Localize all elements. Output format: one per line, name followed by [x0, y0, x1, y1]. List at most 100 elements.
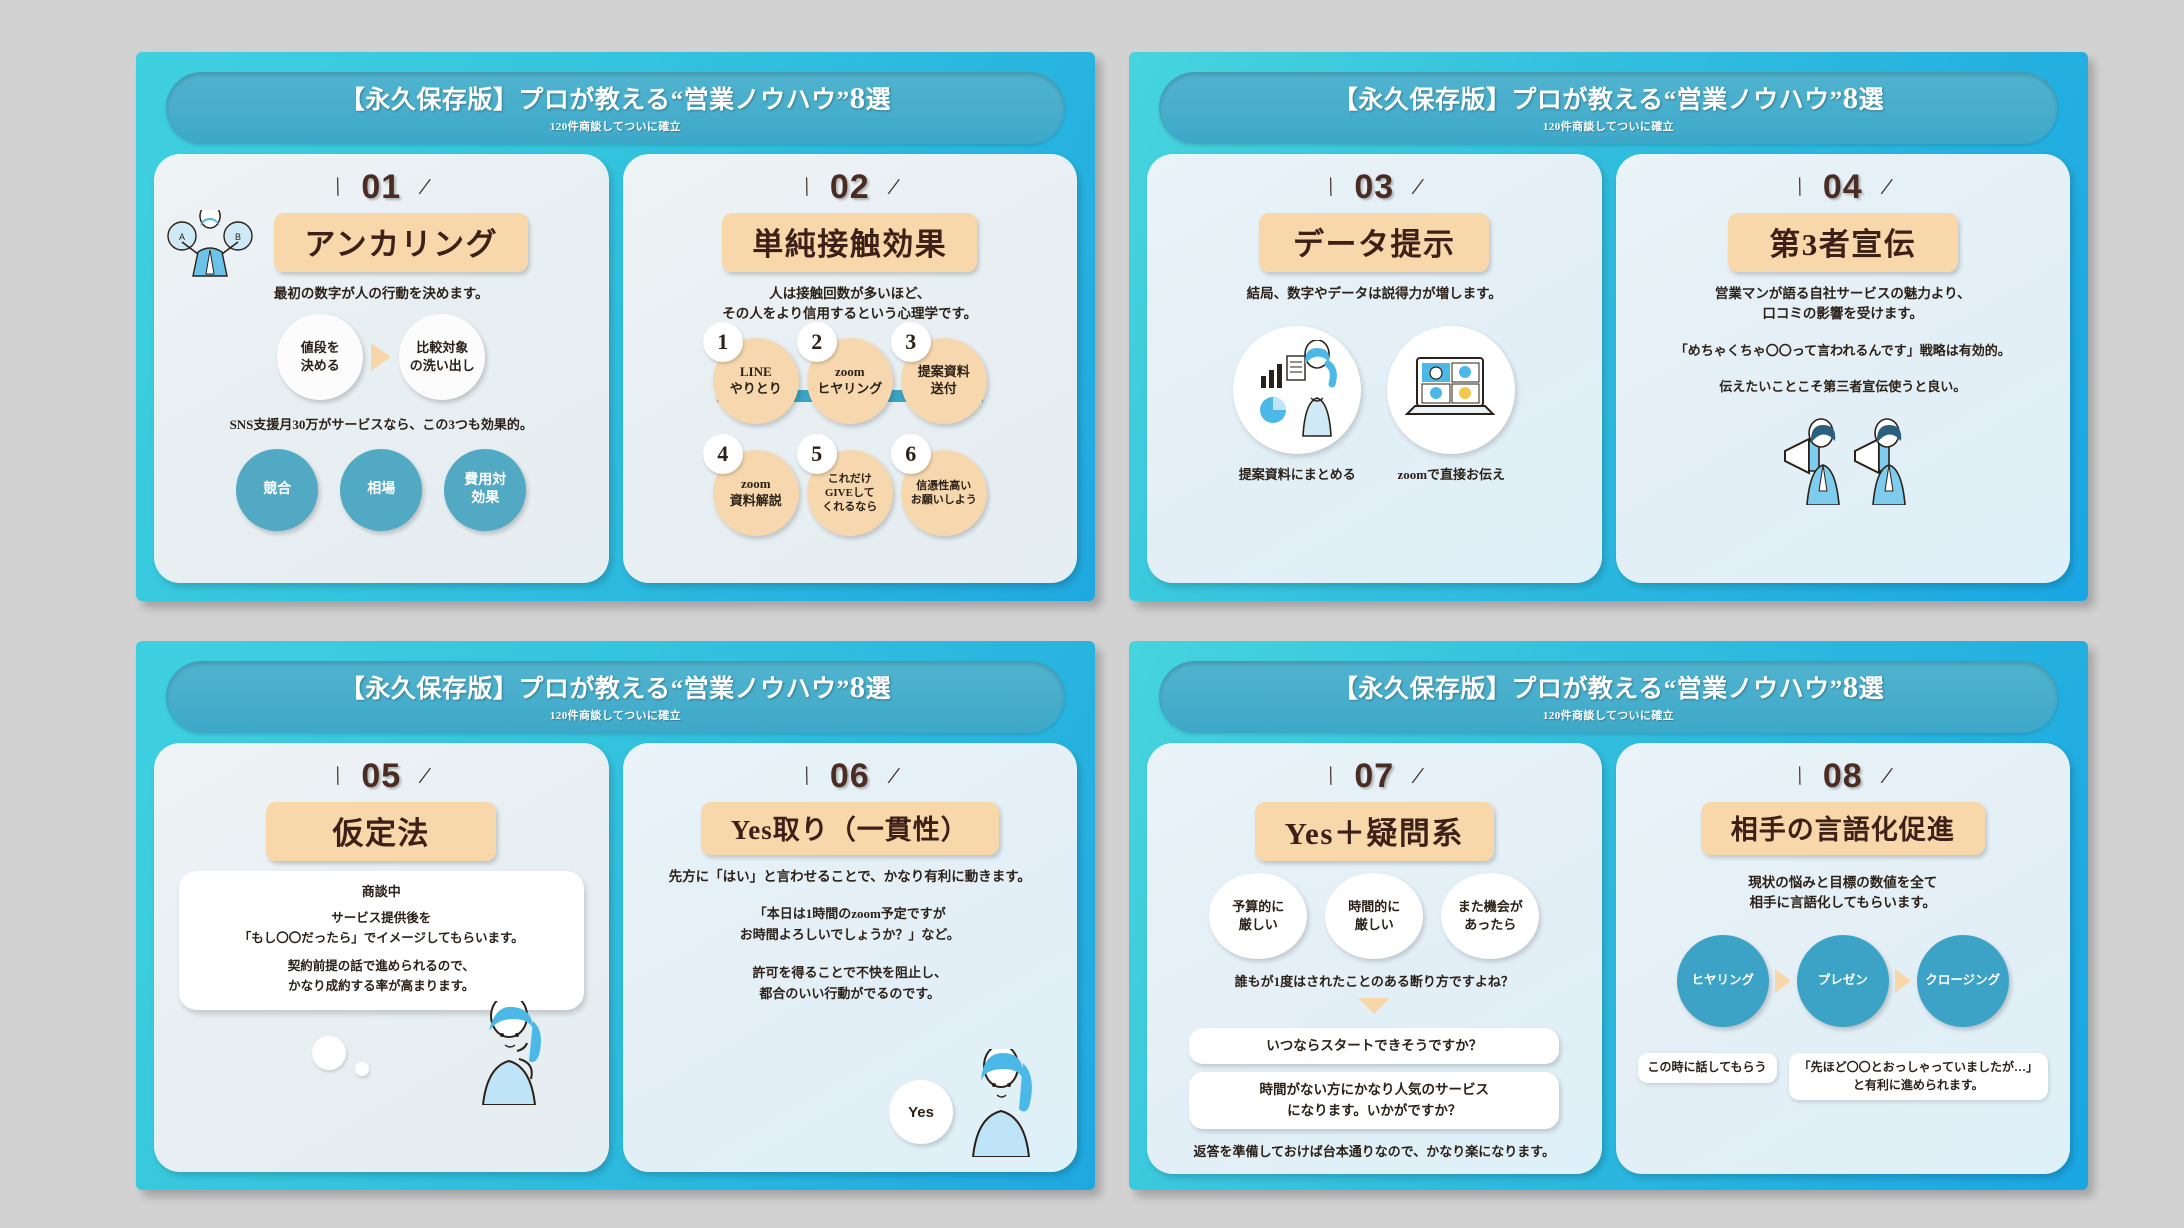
card-01-blue-3: 費用対 効果	[444, 449, 527, 532]
card-05-note-title: 商談中	[361, 883, 401, 899]
card-08-tag-right: 「先ほど〇〇とおっしゃっていましたが…」 と有利に進められます。	[1788, 1053, 2048, 1101]
card-03-ill-1: 提案資料にまとめる	[1233, 326, 1362, 483]
card-08-lead: 現状の悩みと目標の数値を全て 相手に言語化してもらいます。	[1748, 874, 1938, 910]
card-01-number-row: \ 01 /	[330, 168, 433, 207]
card-08-number: 08	[1822, 756, 1863, 795]
card-08-title: 相手の言語化促進	[1730, 814, 1955, 845]
card-06-quote-2: 許可を得ることで不快を阻止し、 都合のいい行動がでるのです。	[752, 964, 948, 1002]
card-02-step-4: 4 zoom 資料解説	[702, 434, 803, 537]
arrow-right-icon	[1774, 969, 1791, 994]
slide-2: 【永久保存版】プロが教える“営業ノウハウ”8選 120件商談してついに確立 \ …	[1129, 52, 2088, 601]
balance-person-icon: A B	[164, 203, 256, 293]
slide-3-header: 【永久保存版】プロが教える“営業ノウハウ”8選 120件商談してついに確立	[166, 661, 1065, 733]
card-01-lead: 最初の数字が人の行動を決めます。	[273, 285, 489, 301]
card-08: \ 08 / 相手の言語化促進 現状の悩みと目標の数値を全て 相手に言語化しても…	[1615, 742, 2070, 1175]
card-04: \ 04 / 第3者宣伝 営業マンが語る自社サービスの魅力より、 口コミの影響を…	[1615, 153, 2070, 583]
card-05-title: 仮定法	[332, 815, 430, 851]
slash-right-icon: /	[1410, 760, 1426, 791]
step-number-3: 3	[890, 322, 931, 363]
arrow-right-icon	[371, 343, 392, 371]
card-04-line-3: 伝えたいことこそ第三者宣伝使うと良い。	[1719, 378, 1967, 394]
header-subtitle: 120件商談してついに確立	[1542, 709, 1675, 722]
card-01-mid-text: SNS支援月30万がサービスなら、この3つも効果的。	[229, 417, 533, 432]
step-number-1: 1	[702, 322, 743, 363]
video-call-icon	[1387, 326, 1516, 454]
card-06: \ 06 / Yes取り（一貫性） 先方に「はい」と言わせることで、かなり有利に…	[622, 742, 1077, 1172]
card-07-ovals: 予算的に 厳しい 時間的に 厳しい また機会が あったら	[1209, 872, 1540, 959]
card-08-flow-1: ヒヤリング	[1676, 935, 1769, 1028]
card-05-note: 商談中 サービス提供後を 「もし〇〇だったら」でイメージしてもらいます。 契約前…	[178, 870, 584, 1010]
slash-right-icon: /	[1410, 171, 1426, 202]
card-08-number-row: \ 08 /	[1791, 756, 1894, 796]
card-07: \ 07 / Yes＋疑問系 予算的に 厳しい 時間的に 厳しい また機会が あ…	[1147, 742, 1602, 1175]
card-02-step-1: 1 LINE やりとり	[702, 322, 803, 425]
slash-right-icon: /	[1878, 760, 1895, 791]
card-01-title: アンカリング	[304, 226, 499, 262]
svg-text:A: A	[179, 232, 185, 242]
card-01-chip-2: 比較対象 の洗い出し	[399, 314, 486, 400]
card-05-number-row: \ 05 /	[330, 757, 433, 796]
decor-dot-small	[355, 1061, 370, 1076]
card-02-lead: 人は接触回数が多いほど、 その人をより信用するという心理学です。	[722, 285, 978, 321]
slide-4: 【永久保存版】プロが教える“営業ノウハウ”8選 120件商談してついに確立 \ …	[1129, 641, 2088, 1190]
card-06-number-row: \ 06 /	[798, 756, 901, 796]
card-05-note-line-2: 契約前提の話で進められるので、 かなり成約する率が高まります。	[287, 958, 475, 993]
card-03-caption-1: 提案資料にまとめる	[1238, 467, 1356, 482]
arrow-down-icon	[1358, 998, 1391, 1015]
header-title: 【永久保存版】プロが教える“営業ノウハウ”8選	[1332, 80, 1885, 115]
header-subtitle: 120件商談してついに確立	[549, 120, 682, 133]
card-02-number: 02	[829, 167, 870, 206]
card-04-title: 第3者宣伝	[1769, 226, 1917, 262]
step-number-2: 2	[796, 322, 837, 363]
header-subtitle: 120件商談してついに確立	[1542, 120, 1675, 133]
slash-left-icon: \	[798, 171, 815, 202]
card-03-ill-2: zoomで直接お伝え	[1387, 326, 1516, 483]
card-07-number: 07	[1354, 756, 1395, 795]
card-04-lead: 営業マンが語る自社サービスの魅力より、 口コミの影響を受けます。	[1714, 285, 1971, 321]
step-number-4: 4	[702, 434, 743, 475]
card-07-oval-1: 予算的に 厳しい	[1209, 872, 1308, 959]
header-title: 【永久保存版】プロが教える“営業ノウハウ”8選	[339, 669, 892, 704]
card-04-number: 04	[1822, 167, 1863, 206]
card-06-quote-1: 「本日は1時間のzoom予定ですが お時間よろしいでしょうか？」など。	[739, 906, 960, 943]
card-04-number-row: \ 04 /	[1791, 167, 1894, 207]
card-07-footer: 返答を準備しておけば台本通りなので、かなり楽になります。	[1193, 1143, 1555, 1159]
card-06-yes-bubble: Yes	[889, 1080, 953, 1144]
card-07-answer-2: 時間がない方にかなり人気のサービス になります。いかがですか？	[1189, 1072, 1560, 1129]
card-08-banner: 相手の言語化促進	[1700, 801, 1985, 855]
card-05-note-line-1: サービス提供後を 「もし〇〇だったら」でイメージしてもらいます。	[238, 910, 524, 945]
card-07-oval-2: 時間的に 厳しい	[1325, 872, 1424, 959]
card-06-banner: Yes取り（一貫性）	[700, 801, 999, 855]
card-07-answer-1: いつならスタートできそうですか？	[1189, 1028, 1560, 1065]
slash-left-icon: \	[329, 760, 346, 791]
card-06-number: 06	[829, 756, 870, 795]
slash-right-icon: /	[417, 760, 433, 791]
card-01: \ 01 / A B	[154, 153, 609, 583]
slide-1-header: 【永久保存版】プロが教える“営業ノウハウ”8選 120件商談してついに確立	[166, 72, 1065, 144]
card-02-steps-top: 1 LINE やりとり 2 zoom ヒヤリング 3 提案資料 送付	[702, 322, 991, 425]
card-02-banner: 単純接触効果	[722, 212, 978, 272]
card-06-title: Yes取り（一貫性）	[730, 814, 969, 845]
card-02: \ 02 / 単純接触効果 人は接触回数が多いほど、 その人をより信用するという…	[622, 153, 1077, 583]
decor-dot-large	[312, 1035, 347, 1070]
card-02-step-2: 2 zoom ヒヤリング	[796, 322, 897, 425]
card-08-tag-left: この時に話してもらう	[1637, 1053, 1777, 1083]
slash-left-icon: \	[1322, 171, 1339, 202]
card-03-caption-2: zoomで直接お伝え	[1397, 467, 1506, 482]
card-07-mid-text: 誰もが1度はされたことのある断り方ですよね？	[1234, 973, 1514, 989]
card-05: \ 05 / 仮定法 商談中 サービス提供後を 「もし〇〇だったら」でイメージし…	[154, 742, 609, 1172]
card-06-lead: 先方に「はい」と言わせることで、かなり有利に動きます。	[668, 868, 1031, 884]
card-07-number-row: \ 07 /	[1323, 756, 1426, 796]
card-01-blue-1: 競合	[236, 449, 319, 532]
card-08-flow-2: プレゼン	[1796, 935, 1889, 1028]
card-03-number-row: \ 03 /	[1323, 168, 1426, 207]
card-07-title: Yes＋疑問系	[1284, 815, 1464, 851]
slide-3: 【永久保存版】プロが教える“営業ノウハウ”8選 120件商談してついに確立 \ …	[136, 641, 1095, 1190]
megaphone-people-icon	[1763, 413, 1923, 510]
slash-right-icon: /	[885, 760, 902, 791]
slash-left-icon: \	[329, 171, 346, 202]
card-03-illustrations: 提案資料にまとめる	[1233, 326, 1516, 483]
slide-3-cards: \ 05 / 仮定法 商談中 サービス提供後を 「もし〇〇だったら」でイメージし…	[154, 742, 1077, 1172]
card-02-step-5: 5 これだけ GIVEして くれるなら	[796, 434, 897, 537]
